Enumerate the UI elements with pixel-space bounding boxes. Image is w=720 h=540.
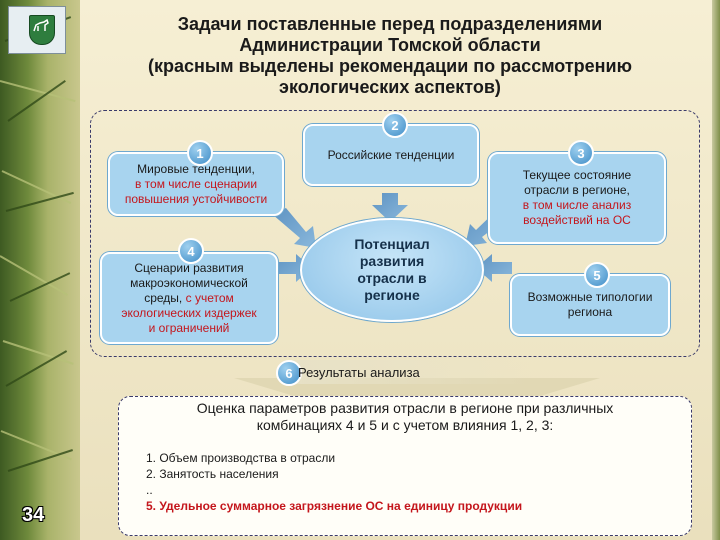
title-line: (красным выделены рекомендации по рассмо…	[148, 56, 632, 76]
badge-5: 5	[584, 262, 610, 288]
badge-6: 6	[276, 360, 302, 386]
title-line: Администрации Томской области	[239, 35, 541, 55]
list-item: 1. Объем производства в отрасли	[146, 451, 336, 465]
node-current-state: Текущее состояние отрасли в регионе, в т…	[488, 152, 666, 244]
results-frame	[118, 396, 692, 536]
badge-3: 3	[568, 140, 594, 166]
node-russian-trends: Российские тенденции	[303, 124, 479, 186]
pine-edge-decoration	[712, 0, 720, 540]
arrow-5-to-center	[476, 254, 512, 282]
results-heading: Оценка параметров развития отрасли в рег…	[196, 400, 614, 433]
factors-group-frame	[90, 110, 700, 357]
badge-1: 1	[187, 140, 213, 166]
badge-4: 4	[178, 238, 204, 264]
page-number: 34	[22, 504, 45, 526]
results-label: Результаты анализа	[298, 365, 420, 380]
results-list: 1. Объем производства в отрасли 2. Занят…	[146, 450, 522, 514]
title-line: экологических аспектов)	[279, 77, 501, 97]
list-item: ..	[146, 483, 153, 497]
list-item: 5. Удельное суммарное загрязнение ОС на …	[146, 499, 523, 513]
arrow-1-to-center	[272, 208, 316, 248]
results-label-bar	[292, 360, 532, 384]
arrow-2-to-center	[372, 193, 408, 222]
node-scenarios: Сценарии развития макроэкономической сре…	[100, 252, 278, 344]
node-industry-potential: Потенциал развития отрасли в регионе	[300, 218, 484, 322]
list-item: 2. Занятость населения	[146, 467, 279, 481]
emblem-shield	[29, 15, 55, 45]
slide-title: Задачи поставленные перед подразделениям…	[110, 14, 670, 98]
badge-2: 2	[382, 112, 408, 138]
emblem-horse-icon	[33, 19, 49, 32]
title-line: Задачи поставленные перед подразделениям…	[177, 14, 603, 34]
tomsk-emblem-icon	[8, 6, 66, 54]
pine-branch-decoration	[0, 0, 80, 540]
